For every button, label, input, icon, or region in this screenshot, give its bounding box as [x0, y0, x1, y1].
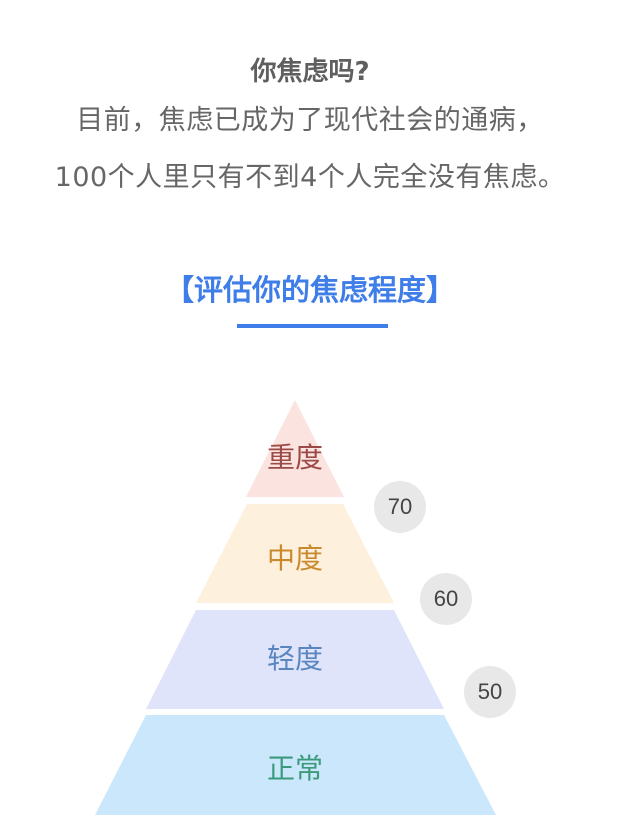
tier-normal-shape — [95, 715, 496, 815]
intro-text: 你焦虑吗? 目前，焦虑已成为了现代社会的通病， 100个人里只有不到4个人完全没… — [0, 52, 620, 206]
tier-moderate-label: 中度 — [266, 542, 323, 575]
tier-severe-label: 重度 — [266, 441, 323, 474]
tier-mild-shape — [146, 610, 444, 709]
tier-moderate-shape — [196, 504, 394, 603]
intro-line-2: 100个人里只有不到4个人完全没有焦虑。 — [54, 162, 566, 193]
threshold-badge-50: 50 — [464, 666, 516, 718]
tier-mild-label: 轻度 — [266, 642, 323, 675]
title-underline — [237, 324, 388, 328]
threshold-badge-70: 70 — [374, 481, 426, 533]
intro-line-1: 目前，焦虑已成为了现代社会的通病， — [76, 105, 544, 136]
intro-question: 你焦虑吗? — [250, 57, 370, 87]
tier-severe-shape — [246, 400, 344, 497]
threshold-badge-60: 60 — [420, 573, 472, 625]
section-title: 【评估你的焦虑程度】 — [164, 273, 455, 307]
tier-normal-label: 正常 — [266, 752, 323, 785]
